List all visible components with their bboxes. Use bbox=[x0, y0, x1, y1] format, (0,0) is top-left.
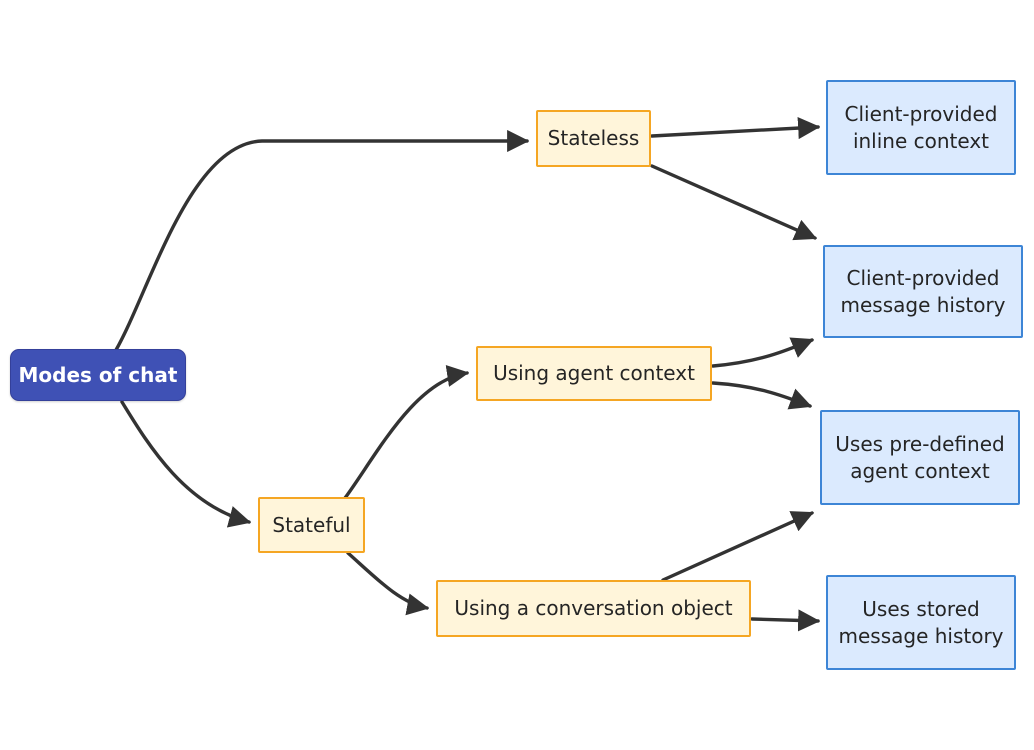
node-uses-stored-message-history[interactable]: Uses stored message history bbox=[826, 575, 1016, 670]
node-label: Modes of chat bbox=[18, 362, 178, 387]
node-label: Using agent context bbox=[493, 361, 695, 386]
edge-stateless-to-inline bbox=[650, 117, 821, 140]
edge-stateful-to-conversation-object bbox=[346, 551, 430, 616]
edge-agent-context-to-predefined bbox=[711, 381, 813, 410]
node-uses-pre-defined-agent-context[interactable]: Uses pre-defined agent context bbox=[820, 410, 1020, 505]
node-label: Using a conversation object bbox=[454, 596, 733, 621]
node-label: Uses pre-defined agent context bbox=[835, 432, 1005, 483]
node-using-agent-context[interactable]: Using agent context bbox=[476, 346, 712, 401]
edge-stateless-to-message-history bbox=[650, 164, 818, 241]
node-label: Client-provided inline context bbox=[844, 102, 998, 153]
node-stateful[interactable]: Stateful bbox=[258, 497, 365, 553]
edge-conversation-object-to-stored bbox=[750, 609, 821, 632]
node-label: Uses stored message history bbox=[838, 597, 1004, 648]
edge-agent-context-to-message-history bbox=[711, 337, 815, 368]
edge-conversation-object-to-predefined bbox=[661, 511, 815, 582]
node-client-provided-message-history[interactable]: Client-provided message history bbox=[823, 245, 1023, 338]
node-label: Stateless bbox=[547, 126, 640, 151]
node-using-a-conversation-object[interactable]: Using a conversation object bbox=[436, 580, 751, 637]
node-stateless[interactable]: Stateless bbox=[536, 110, 651, 167]
node-label: Client-provided message history bbox=[840, 266, 1006, 317]
edge-root-to-stateful bbox=[120, 400, 252, 528]
node-label: Stateful bbox=[272, 512, 351, 537]
node-modes-of-chat[interactable]: Modes of chat bbox=[10, 349, 186, 401]
edge-root-to-stateless bbox=[114, 129, 530, 352]
edge-stateful-to-agent-context bbox=[343, 365, 470, 500]
node-client-provided-inline-context[interactable]: Client-provided inline context bbox=[826, 80, 1016, 175]
